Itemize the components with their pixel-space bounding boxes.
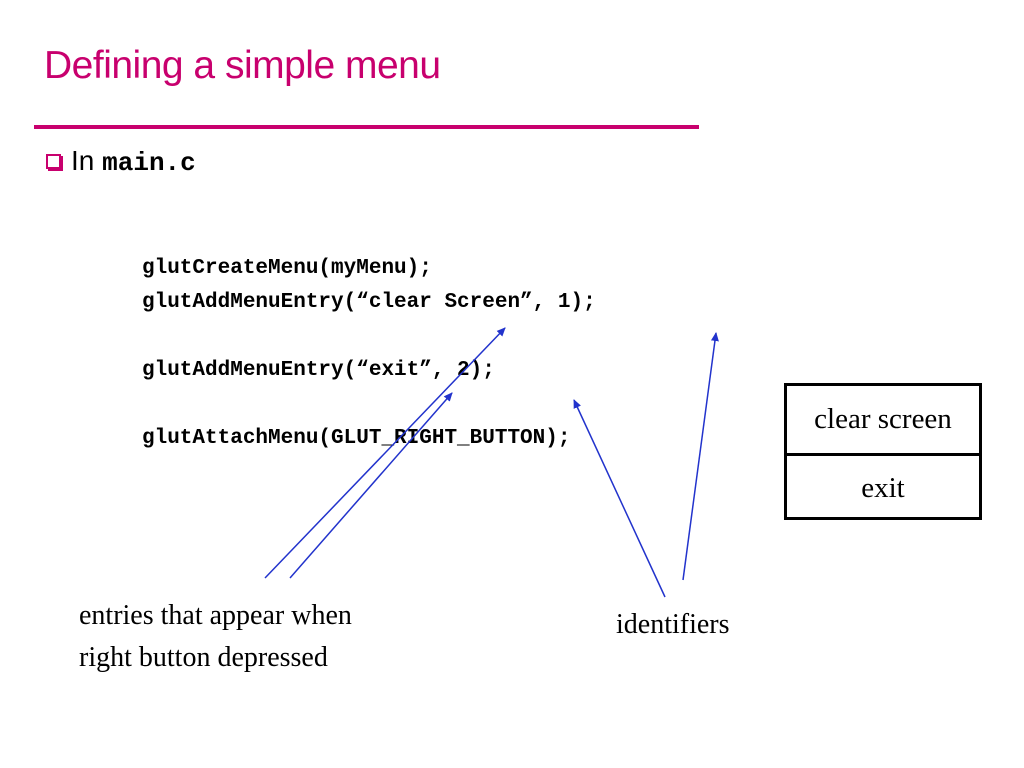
bullet-item: In main.c <box>46 145 196 178</box>
code-line-attach-menu: glutAttachMenu(GLUT_RIGHT_BUTTON); <box>142 427 571 450</box>
square-bullet-icon <box>46 154 61 169</box>
entries-caption-line2: right button depressed <box>79 642 328 673</box>
menu-item-exit: exit <box>787 453 979 520</box>
entries-caption-line1: entries that appear when <box>79 600 352 631</box>
entries-caption: entries that appear when right button de… <box>79 595 352 679</box>
slide-title: Defining a simple menu <box>44 44 441 87</box>
bullet-filename: main.c <box>102 148 196 178</box>
arrow-to-identifier-1 <box>682 332 719 581</box>
arrow-to-exit-string <box>289 392 453 579</box>
title-underline <box>34 125 699 129</box>
code-block: glutCreateMenu(myMenu); glutAddMenuEntry… <box>142 252 596 456</box>
code-line-create-menu: glutCreateMenu(myMenu); <box>142 257 432 280</box>
code-line-add-exit: glutAddMenuEntry(“exit”, 2); <box>142 359 495 382</box>
popup-menu-illustration: clear screen exit <box>784 383 982 520</box>
arrow-to-identifier-2 <box>573 399 666 598</box>
menu-item-clear-screen: clear screen <box>814 403 952 435</box>
identifiers-caption: identifiers <box>616 609 730 640</box>
bullet-text: In <box>71 145 95 176</box>
code-line-add-clear: glutAddMenuEntry(“clear Screen”, 1); <box>142 291 596 314</box>
arrow-to-clear-screen-string <box>264 327 506 579</box>
